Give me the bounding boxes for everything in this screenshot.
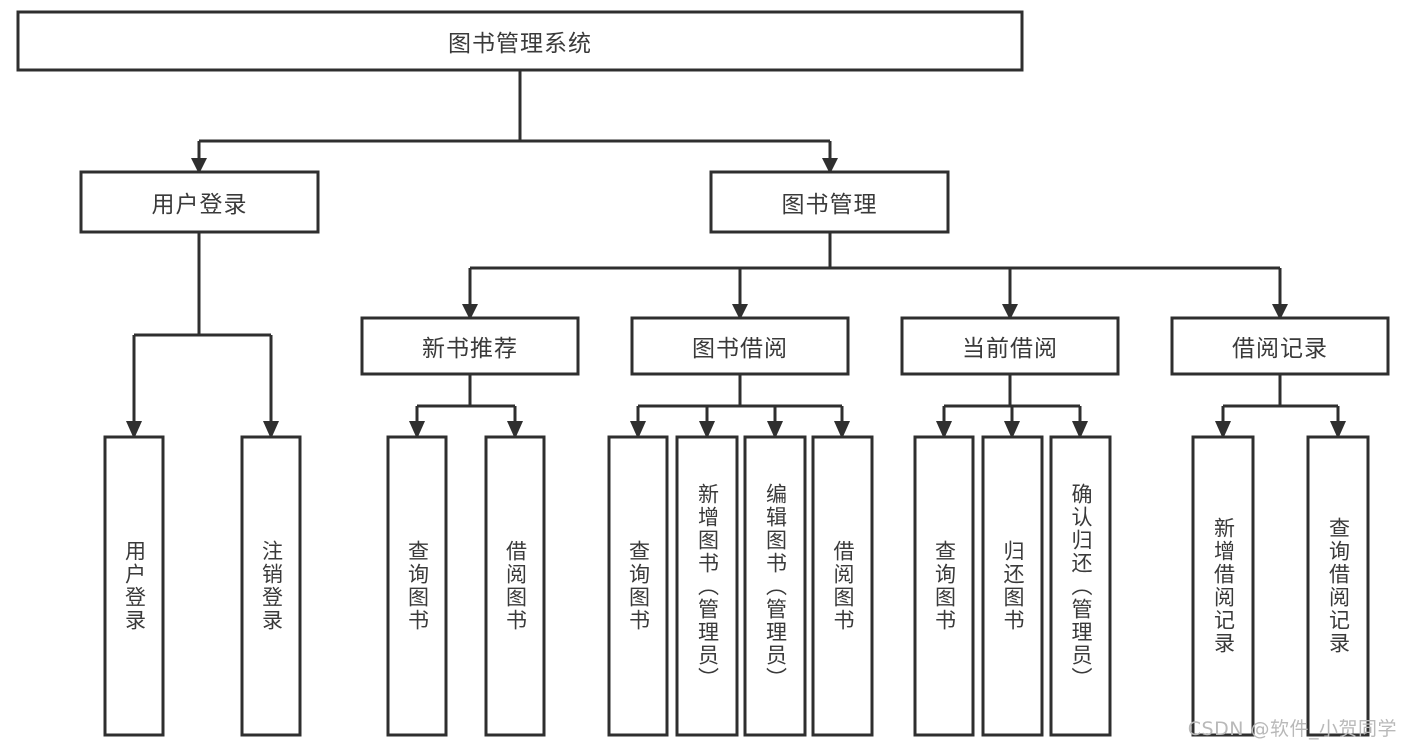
- node-leaf-query-borrow-record[interactable]: [1306, 435, 1370, 737]
- node-leaf-user-logout[interactable]: [240, 435, 302, 737]
- connector-layer: [126, 70, 1346, 439]
- node-book-borrow[interactable]: [630, 316, 850, 376]
- node-leaf-edit-book-admin[interactable]: [743, 435, 807, 737]
- node-leaf-query-book-2[interactable]: [607, 435, 669, 737]
- arrow-to-book-manage: [822, 158, 838, 174]
- arrow-to-book-borrow: [732, 304, 748, 320]
- arrow-to-leaf-user-login: [126, 421, 142, 439]
- arrow-to-leaf-user-logout: [263, 421, 279, 439]
- node-book-manage[interactable]: [709, 170, 950, 234]
- arrow-to-current-borrow: [1002, 304, 1018, 320]
- node-leaf-query-book-1[interactable]: [386, 435, 448, 737]
- node-leaf-add-borrow-record[interactable]: [1191, 435, 1255, 737]
- node-root[interactable]: [16, 10, 1024, 72]
- node-leaf-user-login[interactable]: [103, 435, 165, 737]
- node-leaf-borrow-book-2[interactable]: [811, 435, 874, 737]
- node-layer: [16, 10, 1390, 737]
- csdn-watermark: CSDN @软件_小贺同学: [1187, 718, 1397, 740]
- node-user-login[interactable]: [79, 170, 320, 234]
- node-leaf-add-book-admin[interactable]: [675, 435, 739, 737]
- arrow-to-leaf-borrow-book-1: [507, 421, 523, 439]
- node-current-borrow[interactable]: [900, 316, 1120, 376]
- node-leaf-query-book-3[interactable]: [913, 435, 975, 737]
- node-leaf-return-book[interactable]: [981, 435, 1044, 737]
- arrow-to-leaf-query-book-2: [630, 421, 646, 439]
- arrow-to-new-book-recommend: [462, 304, 478, 320]
- arrow-to-borrow-record: [1272, 304, 1288, 320]
- arrow-to-leaf-edit-book-admin: [767, 421, 783, 439]
- arrow-to-leaf-query-borrow-record: [1330, 421, 1346, 439]
- arrow-to-leaf-add-borrow-record: [1215, 421, 1231, 439]
- arrow-to-user-login: [191, 158, 207, 174]
- arrow-to-leaf-add-book-admin: [699, 421, 715, 439]
- arrow-to-leaf-return-book: [1004, 421, 1020, 439]
- arrow-to-leaf-confirm-return-admin: [1072, 421, 1088, 439]
- node-leaf-confirm-return-admin[interactable]: [1049, 435, 1112, 737]
- node-borrow-record[interactable]: [1170, 316, 1390, 376]
- arrow-to-leaf-borrow-book-2: [834, 421, 850, 439]
- arrow-to-leaf-query-book-1: [409, 421, 425, 439]
- node-new-book-recommend[interactable]: [360, 316, 580, 376]
- node-leaf-borrow-book-1[interactable]: [484, 435, 546, 737]
- arrow-to-leaf-query-book-3: [936, 421, 952, 439]
